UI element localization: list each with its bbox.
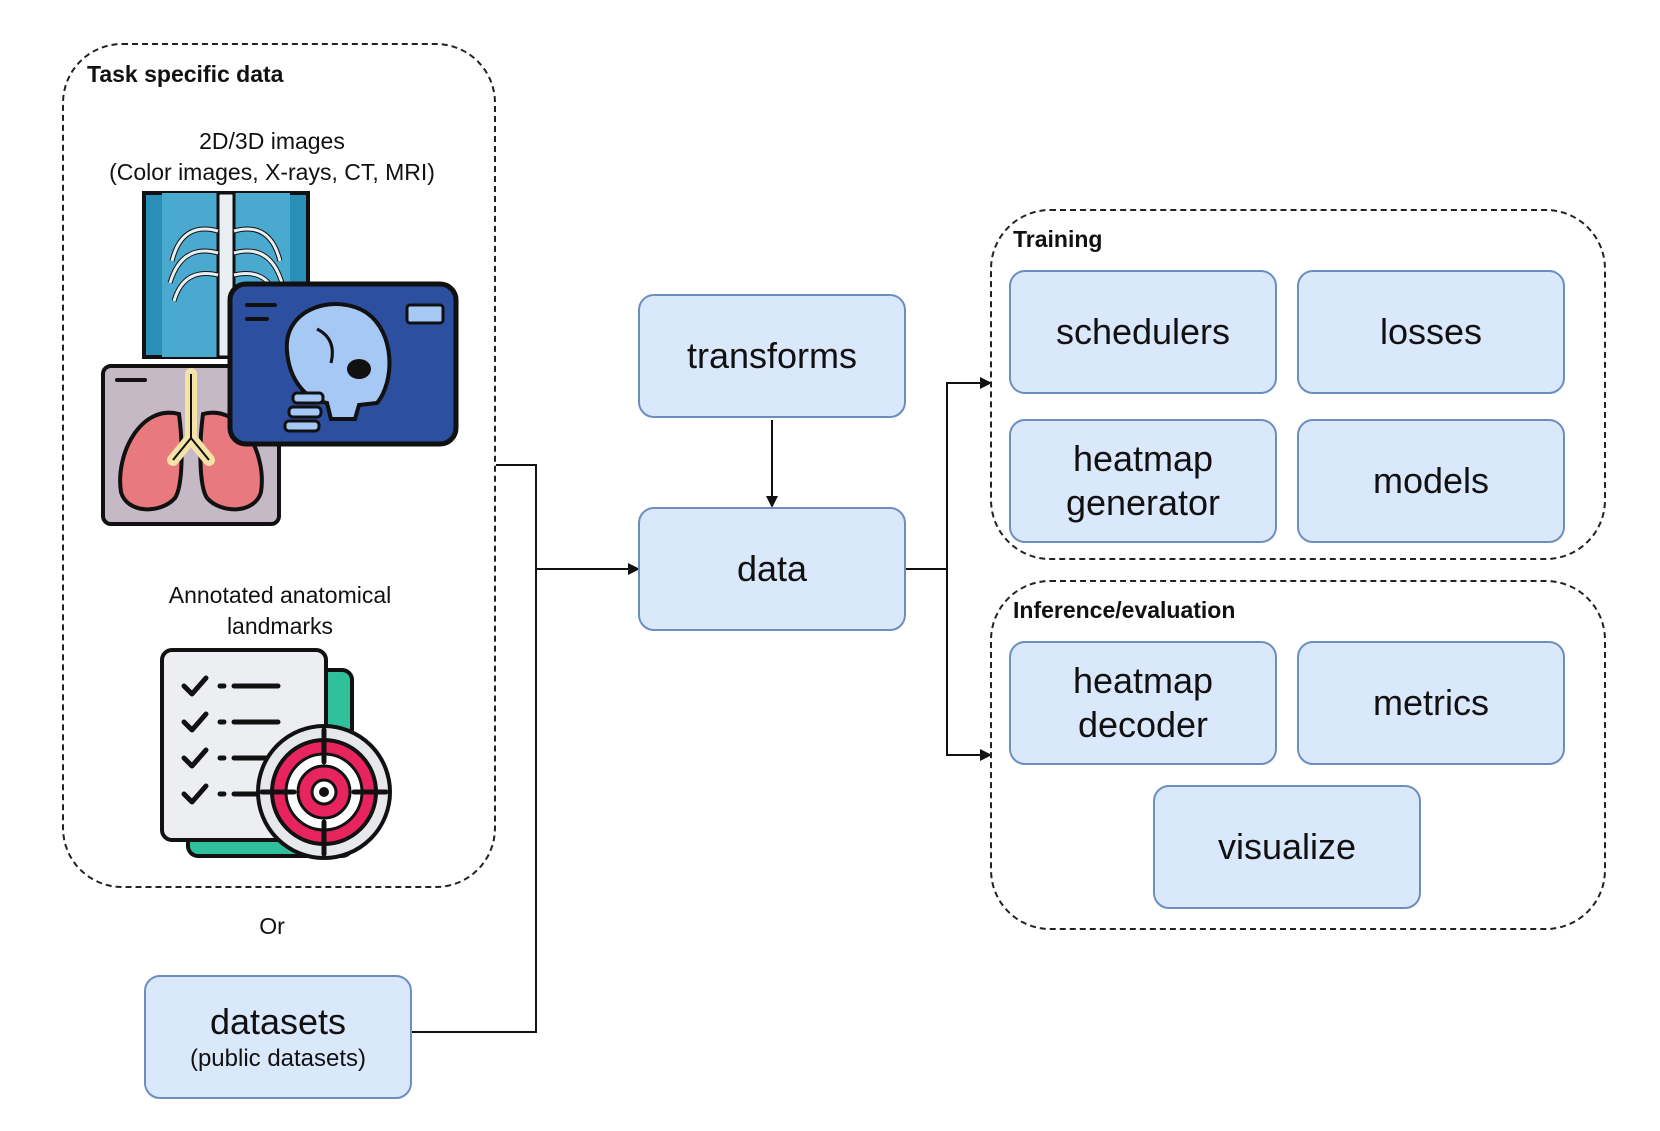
heatmap-generator-node[interactable]: heatmap generator — [1009, 419, 1277, 543]
schedulers-label: schedulers — [1055, 311, 1231, 352]
visualize-label: visualize — [1217, 826, 1357, 867]
split-to-inference-arrow — [946, 569, 992, 761]
inference-evaluation-title: Inference/evaluation — [1013, 597, 1236, 623]
annotated-checklist-target-icon — [160, 648, 392, 860]
heatmap-decoder-node[interactable]: heatmap decoder — [1009, 641, 1277, 765]
images-caption-line-2: (Color images, X-rays, CT, MRI) — [109, 159, 435, 185]
losses-node[interactable]: losses — [1297, 270, 1565, 394]
datasets-label: datasets — [209, 1001, 347, 1042]
images-caption: 2D/3D images (Color images, X-rays, CT, … — [72, 126, 472, 188]
metrics-label: metrics — [1373, 682, 1489, 723]
datasets-node[interactable]: datasets (public datasets) — [144, 975, 412, 1099]
task-specific-data-title: Task specific data — [87, 61, 284, 87]
inference-evaluation-group — [990, 580, 1606, 930]
heatmap-generator-label-line-1: heatmap — [1072, 438, 1214, 479]
training-group — [990, 209, 1606, 560]
datasets-sublabel: (public datasets) — [189, 1045, 367, 1072]
heatmap-generator-label-line-2: generator — [1065, 482, 1221, 523]
task-specific-data-group — [62, 43, 496, 888]
transforms-node[interactable]: transforms — [638, 294, 906, 418]
models-label: models — [1372, 460, 1490, 501]
transforms-label: transforms — [686, 335, 858, 376]
models-node[interactable]: models — [1297, 419, 1565, 543]
or-label: Or — [259, 913, 285, 939]
images-caption-line-1: 2D/3D images — [199, 128, 345, 154]
split-to-training-arrow — [946, 377, 992, 569]
visualize-node[interactable]: visualize — [1153, 785, 1421, 909]
data-label: data — [736, 548, 808, 589]
landmarks-caption-line-1: Annotated anatomical — [168, 582, 392, 608]
schedulers-node[interactable]: schedulers — [1009, 270, 1277, 394]
heatmap-decoder-label-line-2: decoder — [1077, 704, 1209, 745]
metrics-node[interactable]: metrics — [1297, 641, 1565, 765]
losses-label: losses — [1379, 311, 1483, 352]
datasets-to-merge-line — [412, 569, 537, 1033]
landmarks-caption-line-2: landmarks — [226, 613, 334, 639]
landmarks-caption: Annotated anatomical landmarks — [80, 580, 480, 642]
training-title: Training — [1013, 226, 1103, 252]
skull-xray-icon — [227, 281, 459, 447]
data-node[interactable]: data — [638, 507, 906, 631]
heatmap-decoder-label-line-1: heatmap — [1072, 660, 1214, 701]
task-data-to-merge-line — [496, 464, 537, 569]
